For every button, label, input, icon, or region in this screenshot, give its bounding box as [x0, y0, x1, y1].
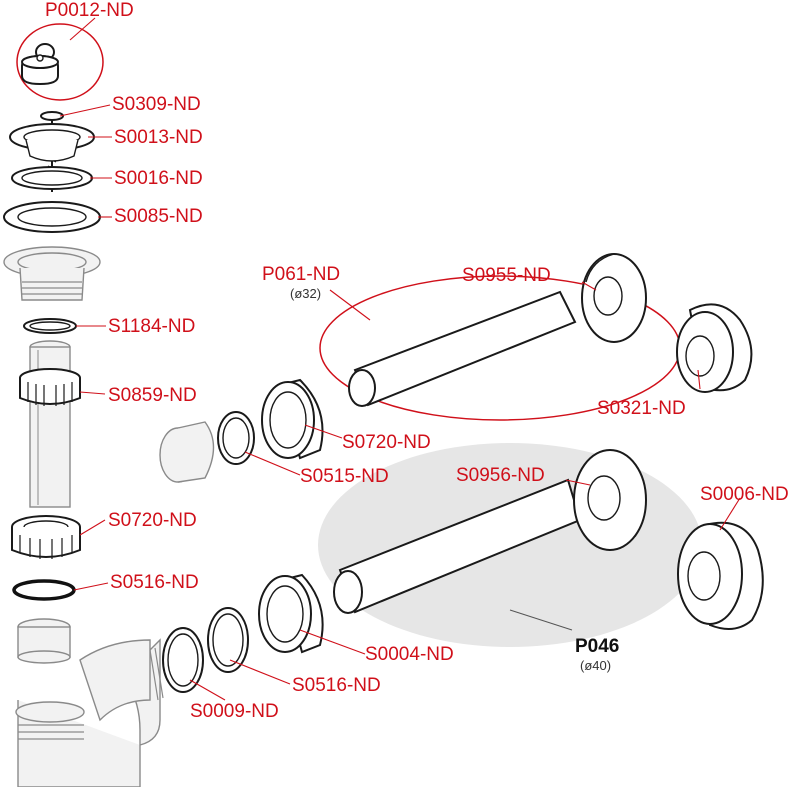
label-s0013: S0013-ND	[114, 127, 203, 148]
label-s0009: S0009-ND	[190, 701, 279, 722]
tailpiece-part	[29, 340, 71, 508]
flange-s0955-part	[581, 253, 647, 343]
strainer-flange-part	[9, 123, 95, 162]
trap-body-part	[15, 638, 164, 787]
ring-s0516-mid-part	[207, 607, 249, 673]
label-s0955: S0955-ND	[462, 265, 551, 286]
label-p046: P046	[575, 636, 620, 657]
nut-s0859-part	[19, 368, 81, 406]
p0012-outline	[16, 23, 104, 101]
pipe-p061-part	[348, 290, 577, 407]
label-s0085: S0085-ND	[114, 206, 203, 227]
cap-s0321-part	[676, 303, 753, 393]
oring-s1184-part	[23, 318, 77, 334]
label-s0720-left: S0720-ND	[108, 510, 197, 531]
leader-lines	[59, 17, 741, 701]
flange-s0956-part	[573, 449, 647, 551]
nut-s0720-mid-part	[261, 378, 324, 460]
label-s1184: S1184-ND	[108, 316, 196, 337]
label-p0012: P0012-ND	[45, 0, 134, 21]
label-s0859: S0859-ND	[108, 385, 197, 406]
gasket-s0016-part	[11, 166, 93, 190]
label-s0720-mid: S0720-ND	[342, 432, 431, 453]
label-s0321: S0321-ND	[597, 398, 686, 419]
ring-s0515-part	[217, 411, 255, 465]
label-s0016: S0016-ND	[114, 168, 203, 189]
washer-s0085-part	[3, 201, 101, 233]
nut-s0720-left-part	[11, 515, 81, 559]
label-p061: P061-ND	[262, 264, 341, 285]
ring-s0009-part	[162, 627, 204, 693]
ring-s0516-left-part	[12, 579, 76, 601]
plug-part	[21, 43, 59, 86]
nut-s0004-part	[258, 573, 324, 654]
label-p061-size: (ø32)	[290, 286, 322, 301]
connector-part	[17, 618, 71, 664]
label-s0515: S0515-ND	[300, 466, 389, 487]
label-p046-size: (ø40)	[580, 658, 612, 673]
label-s0516-mid: S0516-ND	[292, 675, 381, 696]
label-s0006: S0006-ND	[700, 484, 789, 505]
outlet-body-part	[3, 246, 101, 301]
label-s0004: S0004-ND	[365, 644, 454, 665]
label-s0956: S0956-ND	[456, 465, 545, 486]
adapter-part	[159, 421, 215, 483]
label-s0516-left: S0516-ND	[110, 572, 199, 593]
label-s0309: S0309-ND	[112, 94, 201, 115]
cap-s0006-part	[677, 521, 764, 630]
